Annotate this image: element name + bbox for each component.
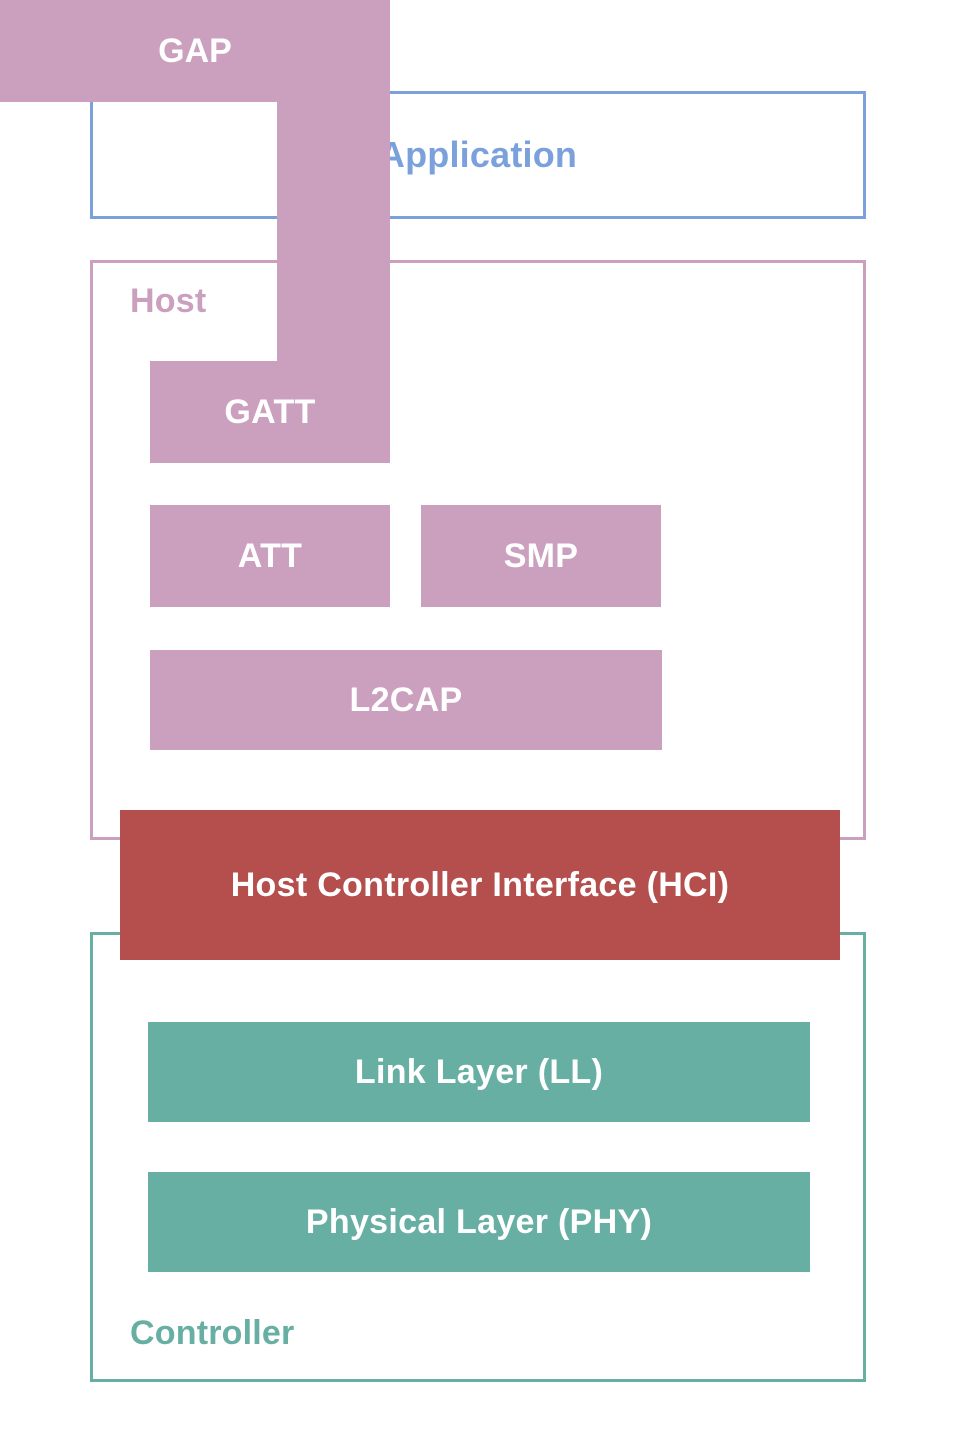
- host-block-l2cap: L2CAP: [150, 650, 662, 750]
- application-layer-frame: [90, 91, 866, 219]
- controller-block-physical-layer: Physical Layer (PHY): [148, 1172, 810, 1272]
- controller-block-link-layer: Link Layer (LL): [148, 1022, 810, 1122]
- host-block-smp: SMP: [421, 505, 661, 607]
- host-block-att: ATT: [150, 505, 390, 607]
- application-layer-label: Application: [378, 134, 578, 175]
- host-block-gap-label: GAP: [158, 31, 232, 70]
- host-controller-interface-block: Host Controller Interface (HCI): [120, 810, 840, 960]
- host-layer-label: Host: [130, 282, 207, 320]
- controller-layer-label: Controller: [130, 1314, 295, 1352]
